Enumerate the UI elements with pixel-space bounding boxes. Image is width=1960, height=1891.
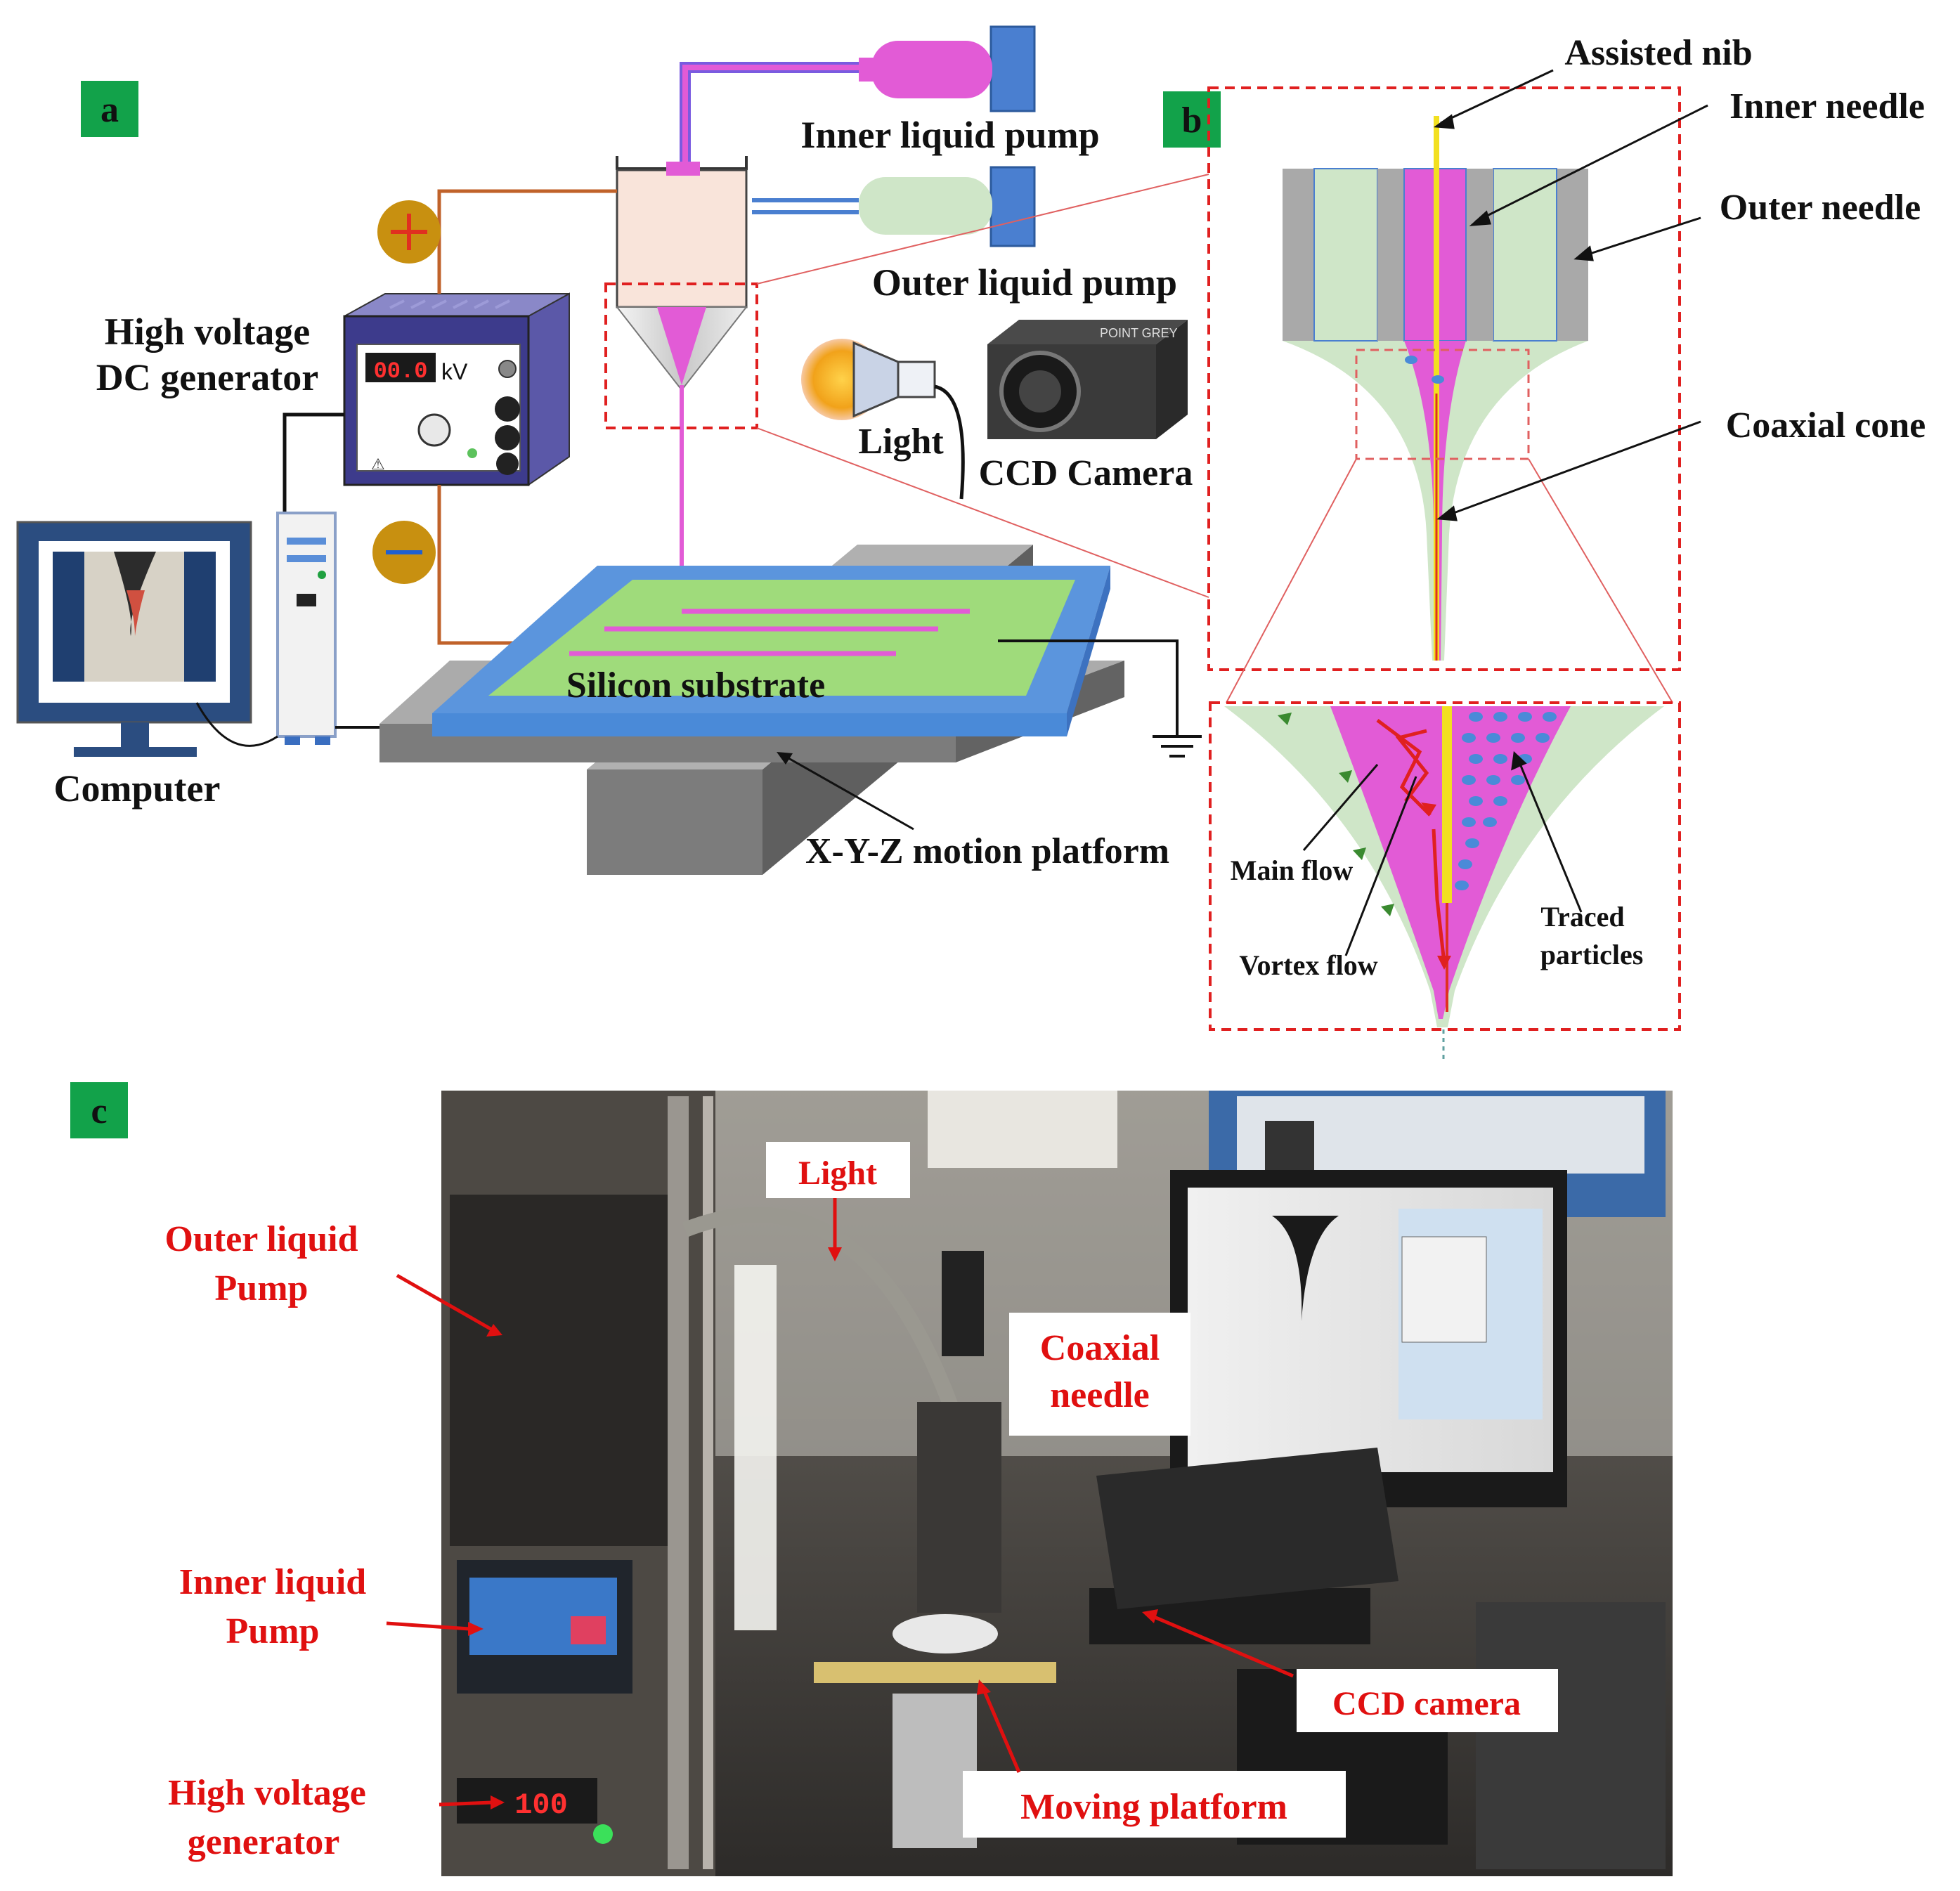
computer-label: Computer [54, 767, 221, 810]
inner-pump-label: Inner liquid pump [800, 114, 1099, 156]
negative-wire [437, 485, 531, 645]
inner-liquid-pump [680, 25, 1036, 169]
panel-a: a Inner liquid pump Outer liqui [16, 25, 1209, 875]
photo-inner-pump-line2: Pump [226, 1611, 320, 1651]
plus-icon [377, 200, 441, 264]
coaxial-needle-detail [1226, 116, 1673, 703]
panel-a-tag: a [100, 90, 119, 130]
outer-liquid-pump [752, 166, 1036, 247]
panel-c: c 100 [70, 1082, 1673, 1876]
pc-tower-icon [195, 512, 379, 747]
panel-b-leaders [1433, 69, 1708, 521]
photo-coaxial-line1: Coaxial [1040, 1328, 1160, 1368]
photo-coaxial-line2: needle [1050, 1375, 1150, 1415]
photo-inner-pump-line1: Inner liquid [179, 1562, 366, 1602]
photo-moving-label: Moving platform [1020, 1787, 1287, 1827]
computer-icon [16, 521, 252, 757]
photo-annotations: Light Outer liquid Pump Coaxial needle I… [134, 1142, 1558, 1866]
platform-label: X-Y-Z motion platform [805, 831, 1169, 871]
ccd-camera-icon: POINT GREY [987, 320, 1188, 439]
camera-brand: POINT GREY [1100, 326, 1178, 340]
panel-b-tag: b [1182, 100, 1202, 141]
hv-knob [417, 413, 451, 447]
flow-detail-frame [1209, 701, 1681, 1031]
ccd-label: CCD Camera [979, 453, 1193, 493]
photo-light-label: Light [798, 1155, 877, 1192]
flow-detail [1224, 706, 1664, 1027]
photo-hv-line1: High voltage [168, 1773, 366, 1813]
hv-display-unit: kV [441, 359, 468, 384]
substrate-label: Silicon substrate [566, 665, 825, 706]
panel-b: b Assist [1163, 33, 1926, 1061]
photo-hv-display: 100 [514, 1788, 568, 1822]
assisted-nib-label: Assisted nib [1564, 33, 1752, 73]
traced-label-line1: Traced [1540, 901, 1624, 932]
hv-label-line1: High voltage [105, 311, 311, 353]
zoom-region-box [604, 282, 758, 429]
inner-needle-label: Inner needle [1729, 86, 1925, 126]
coaxial-needle-schematic [604, 156, 758, 608]
panel-c-tag: c [91, 1091, 107, 1131]
flow-leaders [1302, 750, 1583, 956]
main-flow-label: Main flow [1231, 854, 1354, 886]
silicon-substrate [432, 566, 1202, 758]
coaxial-cone-label: Coaxial cone [1726, 405, 1926, 446]
hv-generator: 00.0 kV ⚠ [343, 292, 570, 486]
photo-ccd-label: CCD camera [1332, 1685, 1521, 1722]
outer-pump-label: Outer liquid pump [872, 261, 1177, 304]
outer-needle-label: Outer needle [1720, 188, 1921, 228]
positive-wire [437, 189, 617, 294]
vortex-flow-label: Vortex flow [1239, 949, 1377, 981]
vortex-arrows [1376, 719, 1446, 963]
hv-label-line2: DC generator [96, 356, 318, 398]
setup-photo: 100 [441, 1091, 1673, 1876]
traced-label-line2: particles [1540, 939, 1644, 970]
minus-icon [372, 521, 436, 584]
warning-icon: ⚠ [371, 456, 385, 474]
light-icon [801, 339, 965, 500]
light-label: Light [858, 422, 944, 462]
hv-display-value: 00.0 [374, 358, 428, 384]
photo-outer-pump-line1: Outer liquid [164, 1219, 358, 1259]
photo-outer-pump-line2: Pump [215, 1268, 309, 1308]
panel-b-frame [1207, 86, 1681, 671]
photo-hv-line2: generator [188, 1822, 340, 1862]
panel-a-tag-bg [81, 81, 138, 137]
pc-wire [283, 412, 344, 513]
